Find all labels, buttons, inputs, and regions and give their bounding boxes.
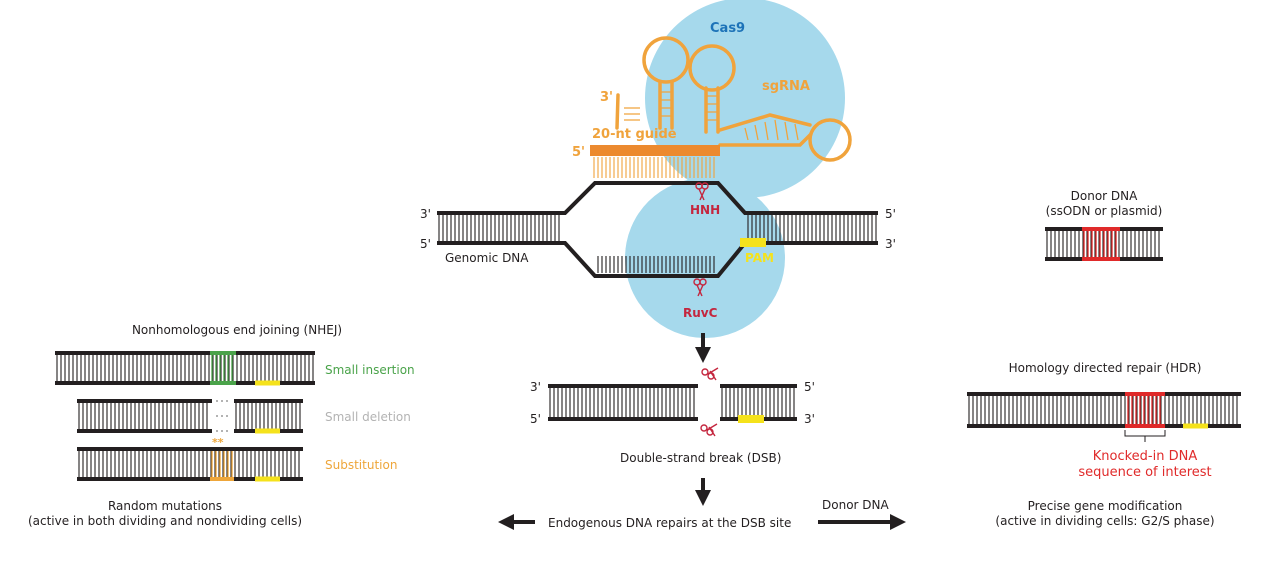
nhej-panel: Nonhomologous end joining (NHEJ) ** Smal…: [28, 323, 415, 528]
dna-left-bottom-end: 5': [420, 237, 431, 251]
hdr-caption-line1: Precise gene modification: [1028, 499, 1183, 513]
guide-rna-bar: [590, 145, 720, 156]
hnh-label: HNH: [690, 203, 720, 217]
deletion-left: [77, 399, 212, 433]
insertion-label: Small insertion: [325, 363, 415, 377]
hdr-title: Homology directed repair (HDR): [1009, 361, 1202, 375]
pam-site: [740, 238, 766, 247]
dsb-right-bottom-end: 3': [804, 412, 815, 426]
dsb-left-bottom-end: 5': [530, 412, 541, 426]
dsb-top-scissors-icon: [701, 367, 719, 381]
guide-5prime-label: 5': [572, 145, 585, 160]
dna-right-bottom-end: 3': [885, 237, 896, 251]
nhej-substitution-dna: [77, 447, 303, 482]
hnh-scissors-icon: [695, 182, 709, 201]
hdr-caption-line2: (active in dividing cells: G2/S phase): [995, 514, 1214, 528]
dsb-caption: Double-strand break (DSB): [620, 451, 781, 465]
knockin-bracket: [1124, 430, 1166, 442]
ruvc-scissors-icon: [693, 278, 707, 297]
hdr-dna: [967, 392, 1241, 429]
donor-panel: Donor DNA (ssODN or plasmid): [1045, 189, 1163, 261]
dsb-pam-site: [738, 415, 764, 423]
nhej-title: Nonhomologous end joining (NHEJ): [132, 323, 342, 337]
genomic-dna: 3' 5' 5' 3' Genomic DNA PAM HNH RuvC: [420, 181, 896, 320]
hdr-panel: Homology directed repair (HDR) Knocked-i…: [967, 361, 1241, 528]
rna-3prime-label: 3': [600, 90, 613, 105]
non-target-strand: [437, 241, 878, 278]
sgrna-label: sgRNA: [762, 79, 810, 94]
substitution-marks: **: [212, 436, 224, 449]
guide-label: 20-nt guide: [592, 127, 677, 142]
guide-rungs: [593, 157, 715, 178]
nhej-deletion-dna: [77, 399, 303, 434]
cas9-lobe-bottom: [625, 178, 785, 338]
donor-dna-arrow-label: Donor DNA: [822, 498, 889, 512]
endogenous-repair-label: Endogenous DNA repairs at the DSB site: [548, 516, 791, 530]
ruvc-label: RuvC: [683, 306, 718, 320]
deletion-label: Small deletion: [325, 410, 411, 424]
deletion-right: [234, 399, 303, 434]
nhej-caption-line2: (active in both dividing and nondividing…: [28, 514, 302, 528]
substitution-label: Substitution: [325, 458, 397, 472]
donor-title-line1: Donor DNA: [1071, 189, 1138, 203]
nhej-caption-line1: Random mutations: [108, 499, 222, 513]
nhej-insertion-dna: [55, 351, 315, 386]
sgrna-base-pairs: [624, 91, 799, 141]
dna-right-top-end: 5': [885, 207, 896, 221]
sgrna-structure: [615, 36, 852, 162]
target-strand: [437, 181, 878, 215]
cas9-label: Cas9: [710, 21, 745, 36]
dsb-right-top-end: 5': [804, 380, 815, 394]
cas9-complex: Cas9 sgRNA 3' 20-nt guide 5': [572, 0, 852, 338]
donor-title-line2: (ssODN or plasmid): [1046, 204, 1163, 218]
dsb-diagram: 3' 5' 5' 3' Double-strand break (DSB): [530, 367, 815, 465]
genomic-dna-label: Genomic DNA: [445, 251, 529, 265]
donor-dna: [1045, 227, 1163, 261]
dna-left-top-end: 3': [420, 207, 431, 221]
dsb-left-top-end: 3': [530, 380, 541, 394]
pam-label: PAM: [745, 251, 774, 265]
knockin-label-line1: Knocked-in DNA: [1093, 449, 1198, 464]
dsb-bottom-scissors-icon: [700, 423, 718, 437]
knockin-label-line2: sequence of interest: [1078, 465, 1211, 480]
genomic-base-pairs: [438, 215, 877, 273]
